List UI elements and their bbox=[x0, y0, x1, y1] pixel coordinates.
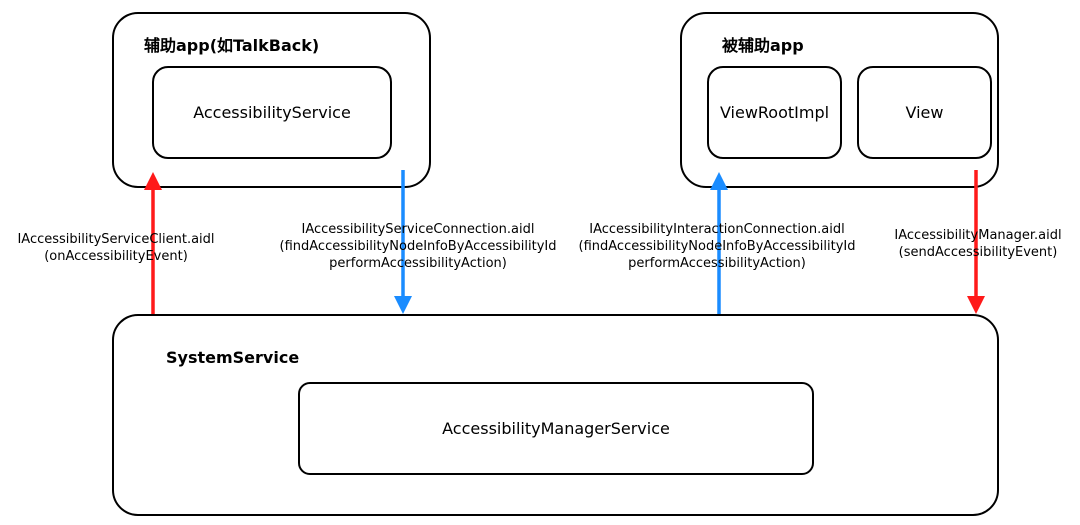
interaction-connection-label-line3: performAccessibilityAction) bbox=[628, 256, 806, 271]
system-service-box: SystemService AccessibilityManagerServic… bbox=[112, 314, 999, 516]
view-box: View bbox=[857, 66, 992, 159]
view-root-impl-label: ViewRootImpl bbox=[719, 103, 830, 122]
client-label-line2: (onAccessibilityEvent) bbox=[44, 249, 188, 264]
service-connection-arrow-head bbox=[394, 296, 412, 314]
target-app-box: 被辅助app ViewRootImpl View bbox=[680, 12, 999, 188]
service-connection-label-line3: performAccessibilityAction) bbox=[329, 256, 507, 271]
service-connection-label: IAccessibilityServiceConnection.aidl (fi… bbox=[280, 221, 557, 272]
accessibility-manager-service-box: AccessibilityManagerService bbox=[298, 382, 814, 475]
view-root-impl-box: ViewRootImpl bbox=[707, 66, 842, 159]
helper-app-box: 辅助app(如TalkBack) AccessibilityService bbox=[112, 12, 431, 188]
service-connection-label-line2: (findAccessibilityNodeInfoByAccessibilit… bbox=[279, 239, 557, 254]
manager-arrow-head bbox=[967, 296, 985, 314]
client-label: IAccessibilityServiceClient.aidl (onAcce… bbox=[17, 231, 214, 265]
client-label-line1: IAccessibilityServiceClient.aidl bbox=[17, 232, 215, 247]
interaction-connection-label-line1: IAccessibilityInteractionConnection.aidl bbox=[589, 222, 845, 237]
service-connection-label-line1: IAccessibilityServiceConnection.aidl bbox=[301, 222, 535, 237]
system-service-title: SystemService bbox=[166, 348, 300, 367]
manager-label-line1: IAccessibilityManager.aidl bbox=[894, 228, 1062, 243]
manager-label-line2: (sendAccessibilityEvent) bbox=[898, 245, 1058, 260]
helper-app-title: 辅助app(如TalkBack) bbox=[144, 36, 320, 55]
interaction-connection-label-line2: (findAccessibilityNodeInfoByAccessibilit… bbox=[578, 239, 856, 254]
target-app-title: 被辅助app bbox=[722, 36, 804, 55]
interaction-connection-label: IAccessibilityInteractionConnection.aidl… bbox=[579, 221, 856, 272]
accessibility-service-box: AccessibilityService bbox=[152, 66, 392, 159]
accessibility-service-label: AccessibilityService bbox=[193, 103, 351, 122]
accessibility-manager-service-label: AccessibilityManagerService bbox=[442, 419, 670, 438]
view-label: View bbox=[905, 103, 944, 122]
manager-label: IAccessibilityManager.aidl (sendAccessib… bbox=[894, 227, 1061, 261]
